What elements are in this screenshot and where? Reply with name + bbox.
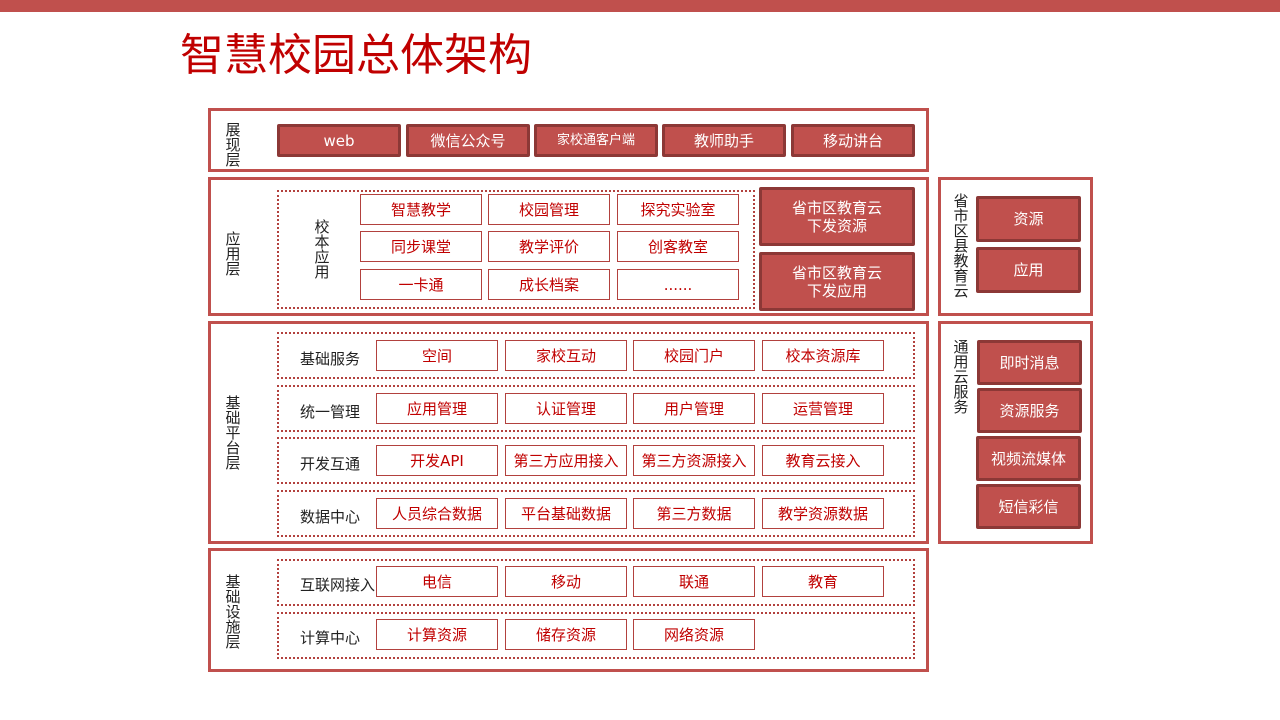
platform-row-dev-interop: 开发互通 开发API 第三方应用接入 第三方资源接入 教育云接入 <box>277 437 915 484</box>
common-cloud-panel: 通用云服务 即时消息 资源服务 视频流媒体 短信彩信 <box>938 321 1093 544</box>
platform-item[interactable]: 校园门户 <box>633 340 755 371</box>
platform-row-label: 基础服务 <box>300 350 361 368</box>
regional-cloud-label: 省市区县教育云 <box>953 192 969 300</box>
infrastructure-layer-panel: 基础设施层 互联网接入 电信 移动 联通 教育 计算中心 计算资源 储存资源 网… <box>208 548 929 672</box>
platform-row-data-center: 数据中心 人员综合数据 平台基础数据 第三方数据 教学资源数据 <box>277 490 915 537</box>
platform-layer-panel: 基础平台层 基础服务 空间 家校互动 校园门户 校本资源库 统一管理 应用管理 … <box>208 321 929 544</box>
school-apps-label: 校本应用 <box>314 218 330 281</box>
application-layer-label: 应用层 <box>225 230 241 278</box>
infra-item[interactable]: 联通 <box>633 566 755 597</box>
platform-row-label: 统一管理 <box>300 403 361 421</box>
school-apps-group: 校本应用 智慧教学 校园管理 探究实验室 同步课堂 教学评价 创客教室 一卡通 … <box>277 190 755 309</box>
infra-item[interactable]: 网络资源 <box>633 619 755 650</box>
platform-item[interactable]: 空间 <box>376 340 498 371</box>
platform-item[interactable]: 第三方资源接入 <box>633 445 755 476</box>
platform-item[interactable]: 认证管理 <box>505 393 627 424</box>
platform-item[interactable]: 人员综合数据 <box>376 498 498 529</box>
app-campus-management[interactable]: 校园管理 <box>488 194 610 225</box>
regional-cloud-apps[interactable]: 应用 <box>976 247 1081 293</box>
infrastructure-layer-label: 基础设施层 <box>225 573 241 651</box>
platform-item[interactable]: 家校互动 <box>505 340 627 371</box>
cloud-service-video-streaming[interactable]: 视频流媒体 <box>976 436 1081 481</box>
app-research-lab[interactable]: 探究实验室 <box>617 194 739 225</box>
platform-layer-label: 基础平台层 <box>225 394 241 472</box>
platform-item[interactable]: 第三方应用接入 <box>505 445 627 476</box>
platform-item[interactable]: 用户管理 <box>633 393 755 424</box>
platform-row-basic-services: 基础服务 空间 家校互动 校园门户 校本资源库 <box>277 332 915 379</box>
application-layer-panel: 应用层 校本应用 智慧教学 校园管理 探究实验室 同步课堂 教学评价 创客教室 … <box>208 177 929 316</box>
platform-item[interactable]: 平台基础数据 <box>505 498 627 529</box>
platform-row-label: 数据中心 <box>300 508 361 526</box>
platform-item[interactable]: 运营管理 <box>762 393 884 424</box>
platform-item[interactable]: 教育云接入 <box>762 445 884 476</box>
platform-item[interactable]: 教学资源数据 <box>762 498 884 529</box>
regional-cloud-resources[interactable]: 资源 <box>976 196 1081 242</box>
cloud-issued-resources[interactable]: 省市区教育云 下发资源 <box>759 187 915 246</box>
app-teaching-evaluation[interactable]: 教学评价 <box>488 231 610 262</box>
cloud-service-instant-message[interactable]: 即时消息 <box>977 340 1082 385</box>
regional-cloud-panel: 省市区县教育云 资源 应用 <box>938 177 1093 316</box>
infra-item[interactable]: 计算资源 <box>376 619 498 650</box>
cloud-service-resource[interactable]: 资源服务 <box>977 388 1082 433</box>
presentation-item-wechat[interactable]: 微信公众号 <box>406 124 530 157</box>
platform-item[interactable]: 第三方数据 <box>633 498 755 529</box>
presentation-layer-label: 展现层 <box>225 121 241 169</box>
common-cloud-label: 通用云服务 <box>953 338 969 416</box>
cloud-issued-apps[interactable]: 省市区教育云 下发应用 <box>759 252 915 311</box>
app-growth-record[interactable]: 成长档案 <box>488 269 610 300</box>
presentation-item-home-school-client[interactable]: 家校通客户端 <box>534 124 658 157</box>
infra-item[interactable]: 电信 <box>376 566 498 597</box>
platform-item[interactable]: 应用管理 <box>376 393 498 424</box>
platform-row-label: 开发互通 <box>300 455 361 473</box>
presentation-layer-panel: 展现层 web 微信公众号 家校通客户端 教师助手 移动讲台 <box>208 108 929 172</box>
presentation-item-teacher-assistant[interactable]: 教师助手 <box>662 124 786 157</box>
infra-row-internet-access: 互联网接入 电信 移动 联通 教育 <box>277 559 915 606</box>
app-sync-classroom[interactable]: 同步课堂 <box>360 231 482 262</box>
platform-item[interactable]: 校本资源库 <box>762 340 884 371</box>
platform-item[interactable]: 开发API <box>376 445 498 476</box>
infra-row-label: 互联网接入 <box>300 576 376 594</box>
platform-row-unified-management: 统一管理 应用管理 认证管理 用户管理 运营管理 <box>277 385 915 432</box>
page-title: 智慧校园总体架构 <box>180 30 532 81</box>
app-smart-teaching[interactable]: 智慧教学 <box>360 194 482 225</box>
app-more[interactable]: ...... <box>617 269 739 300</box>
infra-row-label: 计算中心 <box>300 629 361 647</box>
app-maker-classroom[interactable]: 创客教室 <box>617 231 739 262</box>
presentation-item-mobile-podium[interactable]: 移动讲台 <box>791 124 915 157</box>
infra-item[interactable]: 移动 <box>505 566 627 597</box>
cloud-service-sms-mms[interactable]: 短信彩信 <box>976 484 1081 529</box>
top-accent-bar <box>0 0 1280 12</box>
infra-row-computing-center: 计算中心 计算资源 储存资源 网络资源 <box>277 612 915 659</box>
presentation-item-web[interactable]: web <box>277 124 401 157</box>
infra-item[interactable]: 储存资源 <box>505 619 627 650</box>
app-campus-card[interactable]: 一卡通 <box>360 269 482 300</box>
infra-item[interactable]: 教育 <box>762 566 884 597</box>
